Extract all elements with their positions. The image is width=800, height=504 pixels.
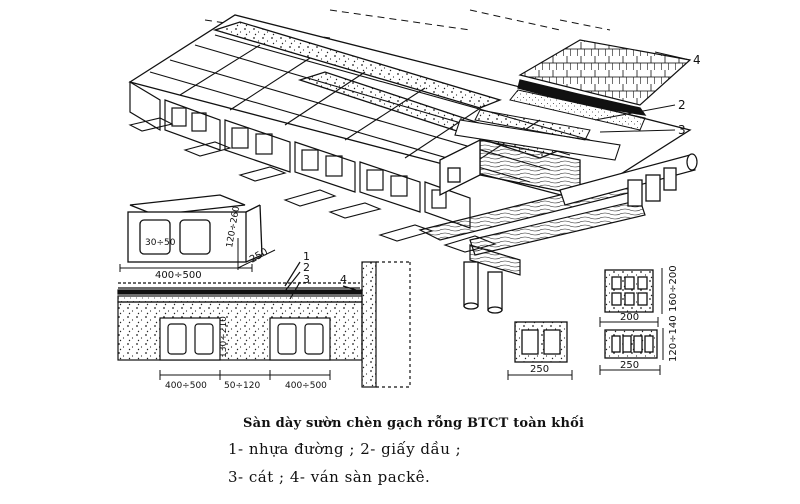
brick-variant-c bbox=[507, 321, 573, 380]
callout-3-section: 3 bbox=[303, 273, 310, 286]
dim-brick-b-height: 120÷140 bbox=[668, 315, 679, 362]
dim-brick-c-width: 250 bbox=[530, 364, 549, 375]
callout-4-section: 4 bbox=[340, 273, 347, 286]
legend-line-1: 1- nhựa đường ; 2- giấy dầu ; bbox=[228, 440, 462, 458]
floor-cross-section bbox=[117, 261, 411, 388]
callout-leaders-top bbox=[594, 51, 691, 133]
callout-3-top: 3 bbox=[678, 123, 686, 137]
dim-brick-b-width: 250 bbox=[620, 360, 639, 371]
block-front-faces bbox=[129, 80, 471, 229]
callout-4-top: 4 bbox=[693, 53, 701, 67]
brick-variant-a bbox=[599, 268, 663, 327]
brick-variant-b bbox=[599, 328, 664, 375]
dim-block-depth: 250 bbox=[248, 247, 270, 266]
dim-section-rib-width: 50÷120 bbox=[224, 381, 260, 391]
callout-2-section: 2 bbox=[303, 261, 310, 274]
hollow-block-detail bbox=[119, 194, 276, 272]
dim-brick-a-width: 200 bbox=[620, 312, 639, 323]
callout-2-top: 2 bbox=[678, 98, 686, 112]
dim-section-span-left: 400÷500 bbox=[165, 381, 207, 391]
dim-block-width: 400÷500 bbox=[155, 270, 202, 281]
timber-posts bbox=[463, 167, 677, 314]
dim-section-span-right: 400÷500 bbox=[285, 381, 327, 391]
callout-1-section: 1 bbox=[303, 250, 310, 263]
isometric-floor-view bbox=[128, 9, 698, 314]
dim-section-rib-height: 130÷210 bbox=[219, 316, 229, 358]
dim-block-wall: 30÷50 bbox=[145, 238, 176, 248]
rib-beam bbox=[439, 138, 581, 197]
figure-title: Sàn dày sườn chèn gạch rỗng BTCT toàn kh… bbox=[243, 416, 585, 431]
legend-line-2: 3- cát ; 4- ván sàn packê. bbox=[228, 468, 431, 486]
dim-brick-a-height: 160÷200 bbox=[668, 265, 679, 312]
timber-joists bbox=[418, 153, 698, 276]
floor-layers-cutaway bbox=[454, 39, 692, 161]
